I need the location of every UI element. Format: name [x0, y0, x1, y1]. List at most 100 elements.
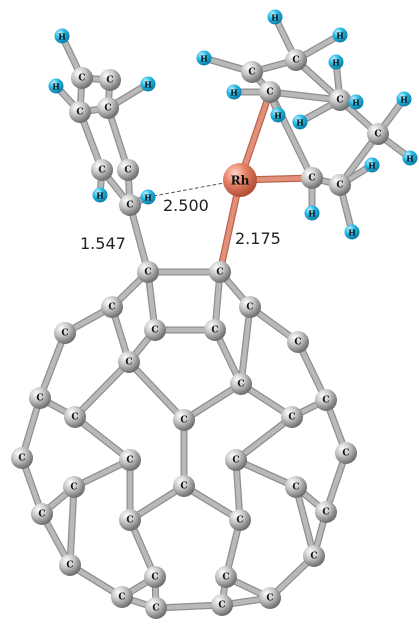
carbon-atom-label: C [216, 268, 223, 278]
carbon-atom: C [29, 387, 51, 409]
carbon-atom: C [209, 261, 231, 283]
carbon-atom-sphere [91, 159, 113, 181]
hydrogen-atom: H [196, 50, 212, 66]
carbon-atom-label: C [36, 394, 43, 404]
hydrogen-atom-label: H [274, 111, 282, 121]
hydrogen-atom-label: H [296, 118, 304, 128]
carbon-atom-label: C [310, 552, 317, 562]
carbon-atom-sphere [367, 123, 389, 145]
carbon-atom-label: C [126, 456, 133, 466]
carbon-atom-label: C [222, 573, 229, 583]
hydrogen-atom-sphere [140, 189, 156, 205]
carbon-atom-sphere [211, 594, 233, 616]
carbon-atom-sphere [144, 566, 166, 588]
hydrogen-atom-sphere [140, 76, 156, 92]
carbon-atom-label: C [236, 516, 243, 526]
hydrogen-atom: H [364, 157, 380, 173]
carbon-atom: C [229, 509, 251, 531]
bond [181, 381, 244, 423]
carbon-atom-sphere [137, 261, 159, 283]
carbon-atom: C [287, 331, 309, 353]
hydrogen-atom-label: H [96, 191, 104, 201]
carbon-atom-label: C [38, 510, 45, 520]
carbon-atom-sphere [301, 167, 323, 189]
carbon-atom: C [137, 261, 159, 283]
carbon-atom: C [59, 554, 81, 576]
carbon-atom-sphere [303, 545, 325, 567]
carbon-atom-label: C [151, 326, 158, 336]
hydrogen-atom-label: H [200, 54, 208, 64]
carbon-atom-sphere [119, 449, 141, 471]
rhodium-atom-sphere [223, 163, 257, 197]
hydrogen-atom-sphere [92, 187, 108, 203]
hydrogen-atom-sphere [344, 224, 360, 240]
hydrogen-atom: H [267, 9, 283, 25]
hydrogen-atom-label: H [308, 209, 316, 219]
carbon-atom-sphere [285, 476, 307, 498]
carbon-atom-label: C [211, 326, 218, 336]
hydrogen-atom-label: H [400, 95, 408, 105]
carbon-atom-sphere [335, 442, 357, 464]
hydrogen-atom-sphere [348, 94, 364, 110]
hydrogen-atom-sphere [267, 9, 283, 25]
carbon-atom-sphere [63, 476, 85, 498]
carbon-atom: C [211, 594, 233, 616]
carbon-atom-sphere [119, 194, 141, 216]
carbon-atom-sphere [59, 554, 81, 576]
carbon-atom-sphere [281, 406, 303, 428]
carbon-atom-label: C [118, 593, 125, 603]
carbon-atom-label: C [266, 594, 273, 604]
bond [153, 602, 225, 611]
carbon-atom-sphere [99, 69, 121, 91]
hydrogen-atom: H [396, 91, 412, 107]
carbon-atom: C [173, 409, 195, 431]
hydrogen-atom: H [348, 94, 364, 110]
hydrogen-atom-label: H [52, 82, 60, 92]
carbon-atom-sphere [11, 447, 33, 469]
carbon-atom-sphere [118, 351, 140, 373]
hydrogen-atom-label: H [58, 32, 66, 42]
carbon-atom-sphere [111, 586, 133, 608]
carbon-atom: C [119, 194, 141, 216]
hydrogen-atom-sphere [328, 54, 344, 70]
carbon-atom: C [71, 67, 93, 89]
carbon-atom: C [69, 101, 91, 123]
carbon-atom-sphere [173, 409, 195, 431]
carbon-atom-label: C [98, 166, 105, 176]
carbon-atom-label: C [336, 181, 343, 191]
carbon-atom: C [54, 322, 76, 344]
hydrogen-atom: H [332, 27, 348, 43]
carbon-atom: C [119, 449, 141, 471]
bond [72, 359, 132, 420]
carbon-atom: C [99, 69, 121, 91]
carbon-atom-label: C [292, 56, 299, 66]
carbon-atom: C [230, 373, 252, 395]
rhodium-atom-label: Rh [231, 174, 250, 188]
carbon-atom-label: C [180, 416, 187, 426]
hydrogen-atom-sphere [332, 27, 348, 43]
carbon-atom-sphere [209, 261, 231, 283]
hydrogen-atom: H [226, 84, 242, 100]
hydrogen-atom-sphere [54, 28, 70, 44]
bond [67, 484, 77, 568]
carbon-atom-sphere [241, 61, 263, 83]
hydrogen-atom-sphere [196, 50, 212, 66]
hydrogen-atom-sphere [364, 157, 380, 173]
carbon-atom: C [225, 449, 247, 471]
hydrogen-atom-sphere [48, 78, 64, 94]
hydrogen-atom-label: H [230, 88, 238, 98]
carbon-atom-sphere [230, 373, 252, 395]
hydrogen-atom: H [140, 189, 156, 205]
carbon-atom: C [64, 406, 86, 428]
carbon-atom: C [239, 296, 261, 318]
carbon-atom-sphere [29, 387, 51, 409]
carbon-atom-label: C [108, 303, 115, 313]
carbon-atom-label: C [288, 413, 295, 423]
carbon-atom: C [144, 566, 166, 588]
hydrogen-atom: H [344, 224, 360, 240]
distance-label-h-rh: 2.500 [163, 196, 209, 215]
carbon-atom-sphere [239, 296, 261, 318]
carbon-atom-sphere [329, 89, 351, 111]
carbon-atom: C [144, 319, 166, 341]
bond [233, 414, 295, 463]
